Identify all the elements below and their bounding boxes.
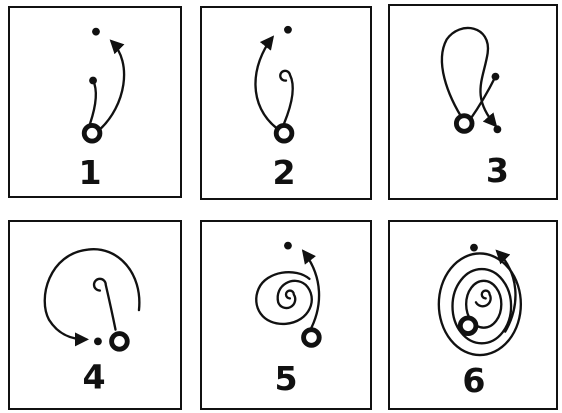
ring-marker (84, 125, 100, 141)
panel-5-drawing: 5 (202, 222, 370, 408)
panel-1-drawing: 1 (10, 8, 180, 196)
panel-3-drawing: 3 (390, 6, 556, 198)
curl-stem (280, 71, 292, 124)
panel-number: 5 (274, 359, 297, 398)
inner-curl (476, 291, 491, 307)
diagram-panel-2: 2 (200, 6, 372, 200)
panel-number: 4 (82, 357, 105, 396)
spiral-path (256, 272, 312, 324)
arrow-path (100, 41, 124, 129)
curl-stem (94, 279, 115, 330)
panel-number: 3 (486, 151, 509, 190)
panel-number: 1 (79, 153, 102, 192)
ring-marker (304, 330, 320, 346)
stem-line (470, 77, 495, 120)
target-dot (284, 242, 292, 250)
diagram-panel-3: 3 (388, 4, 558, 200)
target-dot (284, 26, 292, 34)
diagram-panel-1: 1 (8, 6, 182, 198)
target-dot (494, 125, 502, 133)
ring-marker (456, 116, 472, 132)
loop-arrow-path (442, 28, 496, 125)
target-dot (470, 244, 478, 252)
diagram-panel-4: 4 (8, 220, 182, 410)
panel-4-drawing: 4 (10, 222, 180, 408)
arrow-path (497, 252, 515, 332)
arrow-path (45, 249, 140, 339)
ring-marker (460, 318, 476, 334)
panel-number: 2 (272, 153, 295, 192)
arrow-path (255, 38, 278, 130)
target-dot (94, 337, 102, 345)
ring-marker (276, 125, 292, 141)
ring-marker (112, 334, 128, 350)
panel-6-drawing: 6 (390, 222, 556, 408)
stem-line (90, 81, 96, 124)
target-dot (92, 28, 100, 36)
panel-2-drawing: 2 (202, 8, 370, 198)
diagram-panel-6: 6 (388, 220, 558, 410)
panel-number: 6 (462, 361, 485, 400)
diagram-panel-5: 5 (200, 220, 372, 410)
